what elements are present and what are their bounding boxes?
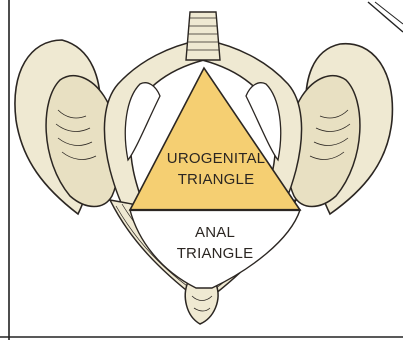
corner-line bbox=[368, 2, 403, 32]
urogenital-label-line-2: TRIANGLE bbox=[178, 171, 255, 188]
urogenital-label-line-1: UROGENITAL bbox=[167, 150, 265, 167]
anal-label-line-1: ANAL bbox=[195, 224, 235, 241]
pubic-symphysis bbox=[186, 12, 220, 60]
anal-label-line-2: TRIANGLE bbox=[177, 245, 254, 262]
